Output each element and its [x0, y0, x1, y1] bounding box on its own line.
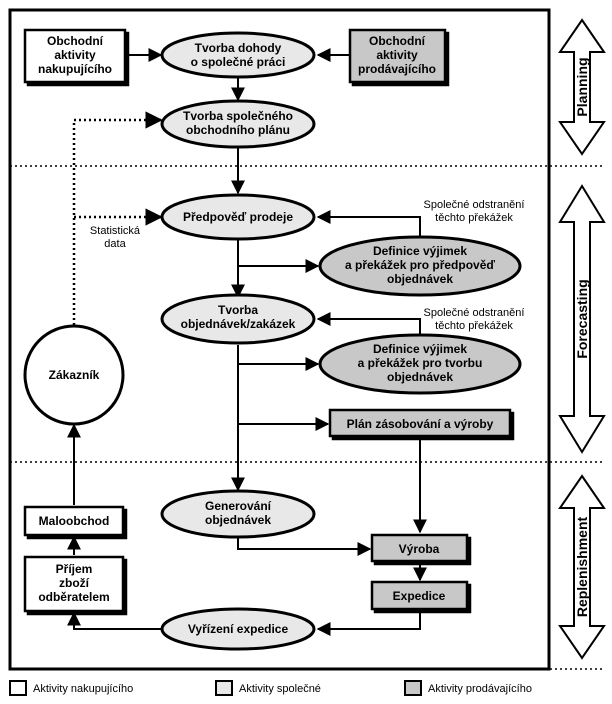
agreement-line2: o společné práci: [191, 55, 286, 69]
joint-resolution-1-line2: těchto překážek: [435, 212, 513, 224]
main-frame: [8, 8, 551, 671]
customer-node: Zákazník: [23, 324, 125, 426]
sales-forecast-label: Předpověď prodeje: [183, 210, 293, 224]
joint-plan-line2: obchodního plánu: [186, 123, 290, 137]
order-exceptions-node: Definice výjimek a překážek pro tvorbu o…: [318, 333, 522, 395]
dispatch-box: Expedice: [370, 580, 469, 611]
order-exceptions-line1: Definice výjimek: [373, 342, 467, 356]
legend-swatch-buyer: [9, 680, 27, 696]
fulfillment-node: Vyřízení expedice: [160, 607, 316, 651]
stat-data-line2: data: [104, 238, 126, 250]
legend: Aktivity nakupujícího Aktivity společné …: [9, 680, 532, 696]
legend-swatch-joint: [215, 680, 233, 696]
replenishment-arrow: Replenishment: [558, 474, 606, 660]
production-box: Výroba: [370, 533, 469, 563]
agreement-line1: Tvorba dohody: [195, 41, 282, 55]
joint-resolution-1-line1: Společné odstranění: [424, 199, 525, 211]
production-label: Výroba: [399, 542, 440, 556]
receipt-line2: zboží: [59, 576, 90, 590]
receipt-line1: Příjem: [56, 562, 93, 576]
forecasting-arrow: Forecasting: [558, 184, 606, 454]
stat-data-line1: Statistická: [90, 225, 141, 237]
legend-seller-label: Aktivity prodávajícího: [428, 683, 532, 695]
supply-plan-label: Plán zásobování a výroby: [347, 417, 494, 431]
buyer-activities-line2: aktivity: [54, 48, 96, 62]
forecast-exceptions-line3: objednávek: [387, 272, 453, 286]
order-exceptions-line2: a překážek pro tvorbu: [358, 356, 483, 370]
customer-label: Zákazník: [49, 368, 100, 382]
planning-label: Planning: [574, 57, 590, 116]
legend-swatch-seller: [404, 680, 422, 696]
forecast-exceptions-node: Definice výjimek a překážek pro předpově…: [318, 235, 522, 297]
planning-arrow: Planning: [558, 18, 606, 156]
forecast-exceptions-line1: Definice výjimek: [373, 244, 467, 258]
sales-forecast-node: Předpověď prodeje: [160, 193, 316, 241]
order-forecast-line2: objednávek/zakázek: [181, 317, 296, 331]
forecast-exceptions-line2: a překážek pro předpověď: [345, 258, 495, 272]
joint-resolution-2-line2: těchto překážek: [435, 320, 513, 332]
connectors: [67, 48, 427, 636]
order-exceptions-line3: objednávek: [387, 370, 453, 384]
buyer-activities-box: Obchodní aktivity nakupujícího: [23, 28, 127, 84]
replenishment-label: Replenishment: [574, 516, 590, 617]
seller-activities-line3: prodávajícího: [358, 62, 436, 76]
receipt-line3: odběratelem: [38, 590, 109, 604]
joint-resolution-2-line1: Společné odstranění: [424, 307, 525, 319]
order-forecast-node: Tvorba objednávek/zakázek: [160, 293, 316, 345]
forecasting-label: Forecasting: [574, 279, 590, 358]
order-generation-line2: objednávek: [205, 513, 271, 527]
buyer-activities-line3: nakupujícího: [38, 62, 112, 76]
receipt-box: Příjem zboží odběratelem: [23, 555, 125, 613]
agreement-node: Tvorba dohody o společné práci: [160, 31, 316, 79]
legend-joint-label: Aktivity společné: [239, 683, 321, 695]
retail-box: Maloobchod: [23, 505, 125, 537]
seller-activities-line2: aktivity: [376, 48, 418, 62]
order-generation-line1: Generování: [205, 499, 272, 513]
statistical-data-flow: [72, 111, 163, 325]
supply-plan-box: Plán zásobování a výroby: [328, 408, 512, 438]
joint-plan-line1: Tvorba společného: [183, 109, 293, 123]
retail-label: Maloobchod: [39, 514, 110, 528]
seller-activities-box: Obchodní aktivity prodávajícího: [348, 28, 447, 84]
order-forecast-line1: Tvorba: [218, 303, 258, 317]
dispatch-label: Expedice: [393, 589, 446, 603]
seller-activities-line1: Obchodní: [369, 34, 426, 48]
buyer-activities-line1: Obchodní: [47, 34, 104, 48]
joint-plan-node: Tvorba společného obchodního plánu: [160, 99, 316, 149]
order-generation-node: Generování objednávek: [160, 489, 316, 539]
legend-buyer-label: Aktivity nakupujícího: [33, 683, 133, 695]
fulfillment-label: Vyřízení expedice: [188, 622, 289, 636]
